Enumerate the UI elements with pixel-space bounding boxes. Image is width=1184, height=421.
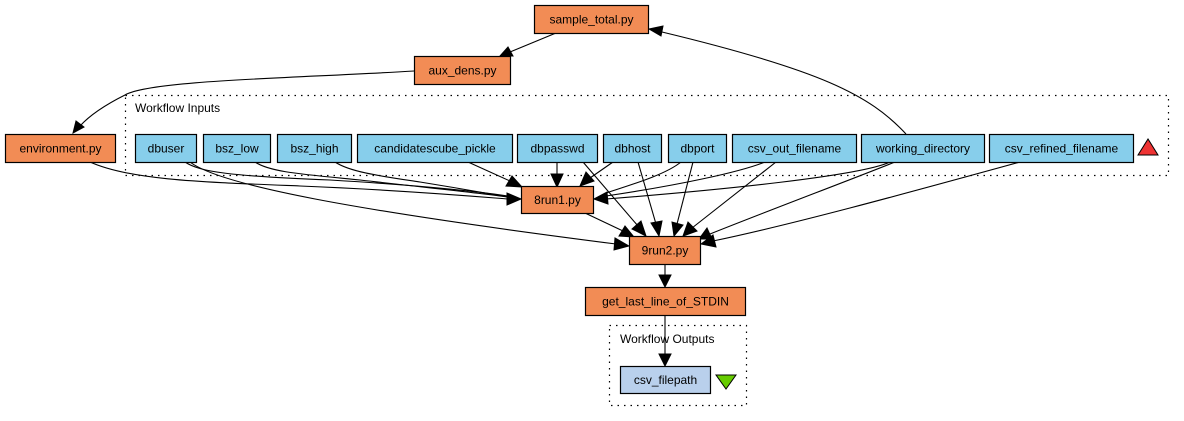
cluster-workflow-inputs: Workflow Inputs [124, 94, 1170, 177]
arrow-head [631, 220, 647, 237]
edge-working-directory-to-run1 [605, 161, 891, 200]
edge-working-directory-to-run2 [709, 161, 896, 235]
edge-dbport-to-run1 [605, 161, 682, 194]
edge-csv-out-filename-to-run1 [605, 161, 766, 197]
edge-environment-to-run1 [89, 161, 509, 200]
node-label: 9run2.py [642, 244, 689, 258]
arrow-head [658, 274, 672, 289]
input-bsz-low[interactable]: bsz_low [202, 133, 272, 164]
arrow-head [613, 237, 631, 251]
node-label: candidatescube_pickle [374, 142, 496, 156]
arrow-head [682, 221, 698, 237]
arrow-head [650, 220, 663, 238]
edge-candidatescube-pickle-to-run1 [467, 161, 511, 182]
node-aux-dens[interactable]: aux_dens.py [413, 55, 512, 86]
arrow-head [506, 192, 523, 206]
input-bsz-high[interactable]: bsz_high [276, 133, 353, 164]
node-label: dbpasswd [530, 142, 584, 156]
input-dbpasswd[interactable]: dbpasswd [516, 133, 599, 164]
input-csv-out-filename[interactable]: csv_out_filename [731, 133, 858, 164]
node-label: bsz_high [290, 142, 338, 156]
node-label: 8run1.py [534, 193, 581, 207]
edge-csv-refined-filename-to-run2 [712, 161, 1021, 242]
edge-csv-out-filename-to-run2 [691, 161, 777, 229]
arrow-head [658, 353, 672, 368]
input-working-directory[interactable]: working_directory [860, 133, 986, 164]
edge-bsz-high-to-run1 [334, 161, 509, 198]
node-environment[interactable]: environment.py [4, 133, 117, 164]
node-label: dbport [680, 142, 715, 156]
output-csv-filepath[interactable]: csv_filepath [619, 365, 712, 395]
edge-dbport-to-run2 [676, 161, 694, 225]
triangle-down-icon [715, 374, 737, 390]
arrow-head [698, 227, 713, 240]
edge-run1-to-run2 [584, 212, 624, 232]
node-label: csv_out_filename [748, 142, 842, 156]
node-get-last-line-of-stdin[interactable]: get_last_line_of_STDIN [584, 286, 747, 317]
input-dbuser[interactable]: dbuser [134, 133, 198, 164]
arrow-head [647, 25, 664, 37]
node-sample-total[interactable]: sample_total.py [533, 4, 650, 35]
arrow-head [699, 234, 717, 248]
input-dbport[interactable]: dbport [667, 133, 728, 164]
edge-bsz-low-to-run1 [254, 161, 509, 198]
edge-dbuser-to-run2 [189, 161, 617, 245]
edge-dbpasswd-to-run2 [582, 161, 639, 227]
node-label: dbuser [148, 142, 185, 156]
node-run2[interactable]: 9run2.py [628, 235, 702, 266]
cluster-outputs-border [608, 324, 748, 407]
triangle-up-icon [1137, 138, 1159, 156]
node-label: working_directory [875, 142, 970, 156]
cluster-inputs-border [124, 94, 1170, 177]
node-label: sample_total.py [549, 13, 633, 27]
node-label: dbhost [614, 142, 651, 156]
arrow-head [498, 46, 514, 57]
input-dbhost[interactable]: dbhost [602, 133, 663, 164]
edge-working-directory-to-sample-total [661, 31, 907, 135]
node-label: aux_dens.py [428, 64, 496, 78]
arrow-head [592, 191, 609, 205]
node-label: csv_filepath [634, 373, 697, 387]
arrow-head [671, 221, 684, 238]
input-candidatescube-pickle[interactable]: candidatescube_pickle [356, 133, 514, 164]
edge-dbhost-to-run2 [637, 161, 657, 225]
edges [72, 25, 1021, 368]
node-run1[interactable]: 8run1.py [520, 185, 595, 215]
edge-sample-total-to-aux-dens [509, 32, 557, 53]
node-label: environment.py [19, 142, 101, 156]
cluster-outputs-label: Workflow Outputs [620, 332, 714, 346]
node-label: get_last_line_of_STDIN [602, 295, 729, 309]
cluster-workflow-outputs: Workflow Outputs [608, 324, 748, 407]
edge-aux-dens-to-environment [79, 70, 415, 127]
node-label: csv_refined_filename [1005, 142, 1119, 156]
arrow-head [579, 171, 595, 187]
arrow-head [505, 175, 524, 188]
input-csv-refined-filename[interactable]: csv_refined_filename [988, 133, 1135, 164]
cluster-inputs-label: Workflow Inputs [135, 101, 220, 115]
arrow-head [72, 120, 85, 134]
arrow-head [550, 173, 564, 189]
arrow-head [618, 225, 636, 238]
node-label: bsz_low [215, 142, 259, 156]
